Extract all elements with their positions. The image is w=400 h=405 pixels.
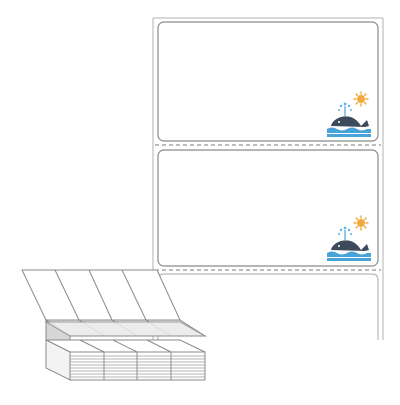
label-2 <box>157 149 379 267</box>
whale-icon <box>327 91 371 137</box>
water-icon <box>327 251 371 261</box>
spray-icon <box>338 102 352 116</box>
water-icon <box>327 127 371 137</box>
sun-icon <box>353 215 369 231</box>
spray-icon <box>338 226 352 240</box>
label-1 <box>157 21 379 142</box>
whale-icon <box>327 215 371 261</box>
sun-icon <box>353 91 369 107</box>
fanfold-stack-icon <box>21 269 207 381</box>
perforation-lines <box>155 144 381 271</box>
fanfold-stack-layers <box>70 355 205 378</box>
